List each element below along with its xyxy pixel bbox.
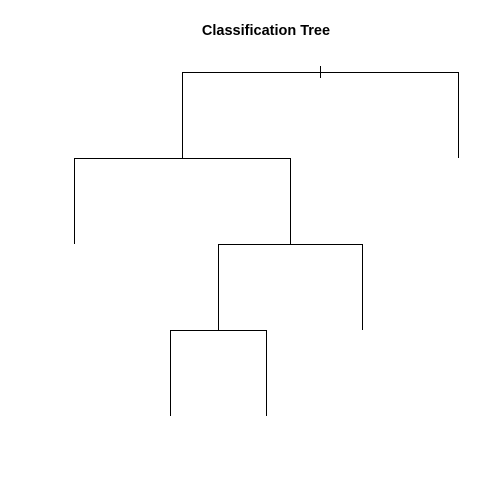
tree-branches [74, 66, 459, 416]
chart-title: Classification Tree [202, 23, 330, 39]
